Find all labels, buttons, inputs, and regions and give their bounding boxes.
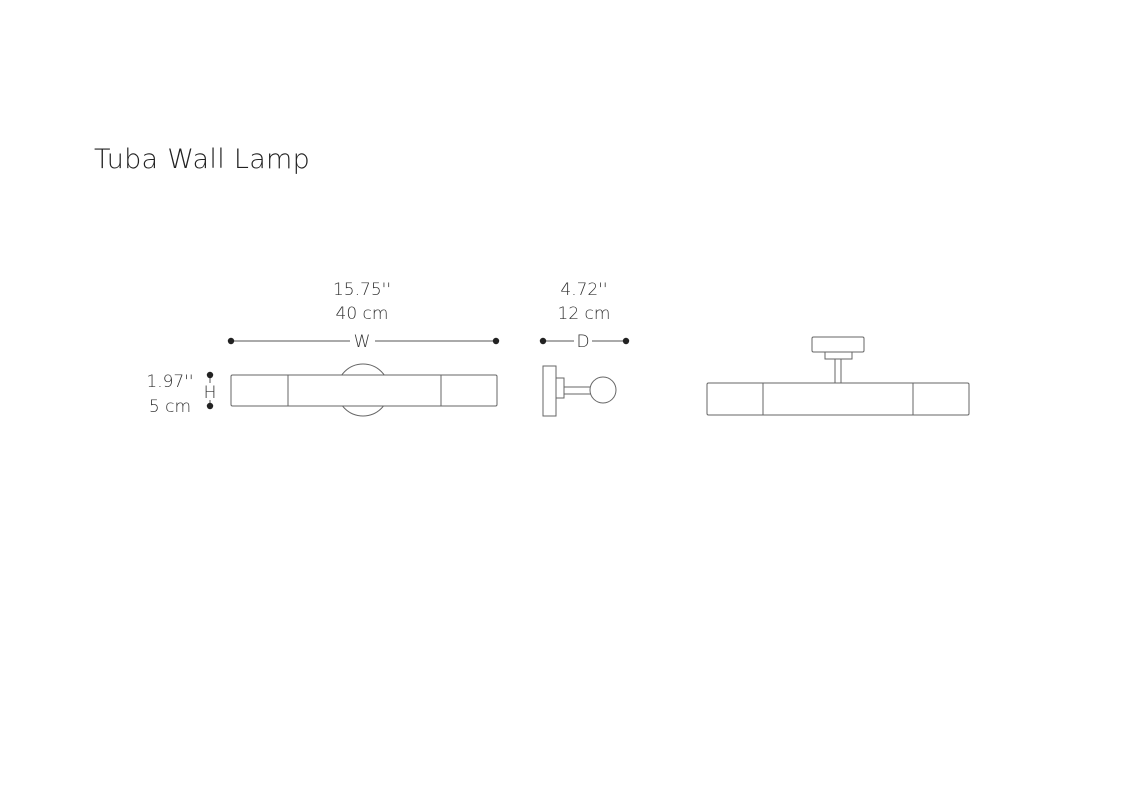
depth-dimension-line: [539, 337, 630, 345]
front-view: [230, 363, 498, 417]
side-view: [542, 365, 617, 417]
height-letter: H: [204, 383, 217, 403]
height-dimension-line: [206, 371, 214, 410]
width-dimension-line: [227, 337, 500, 345]
height-inches: 1.97'': [146, 372, 193, 392]
width-cm: 40 cm: [336, 304, 389, 324]
depth-inches: 4.72'': [560, 280, 607, 300]
width-letter: W: [354, 332, 371, 352]
width-inches: 15.75'': [333, 280, 391, 300]
depth-cm: 12 cm: [558, 304, 611, 324]
depth-letter: D: [576, 332, 589, 352]
height-cm: 5 cm: [149, 397, 191, 417]
top-view: [706, 336, 970, 416]
page-title: Tuba Wall Lamp: [94, 144, 311, 175]
